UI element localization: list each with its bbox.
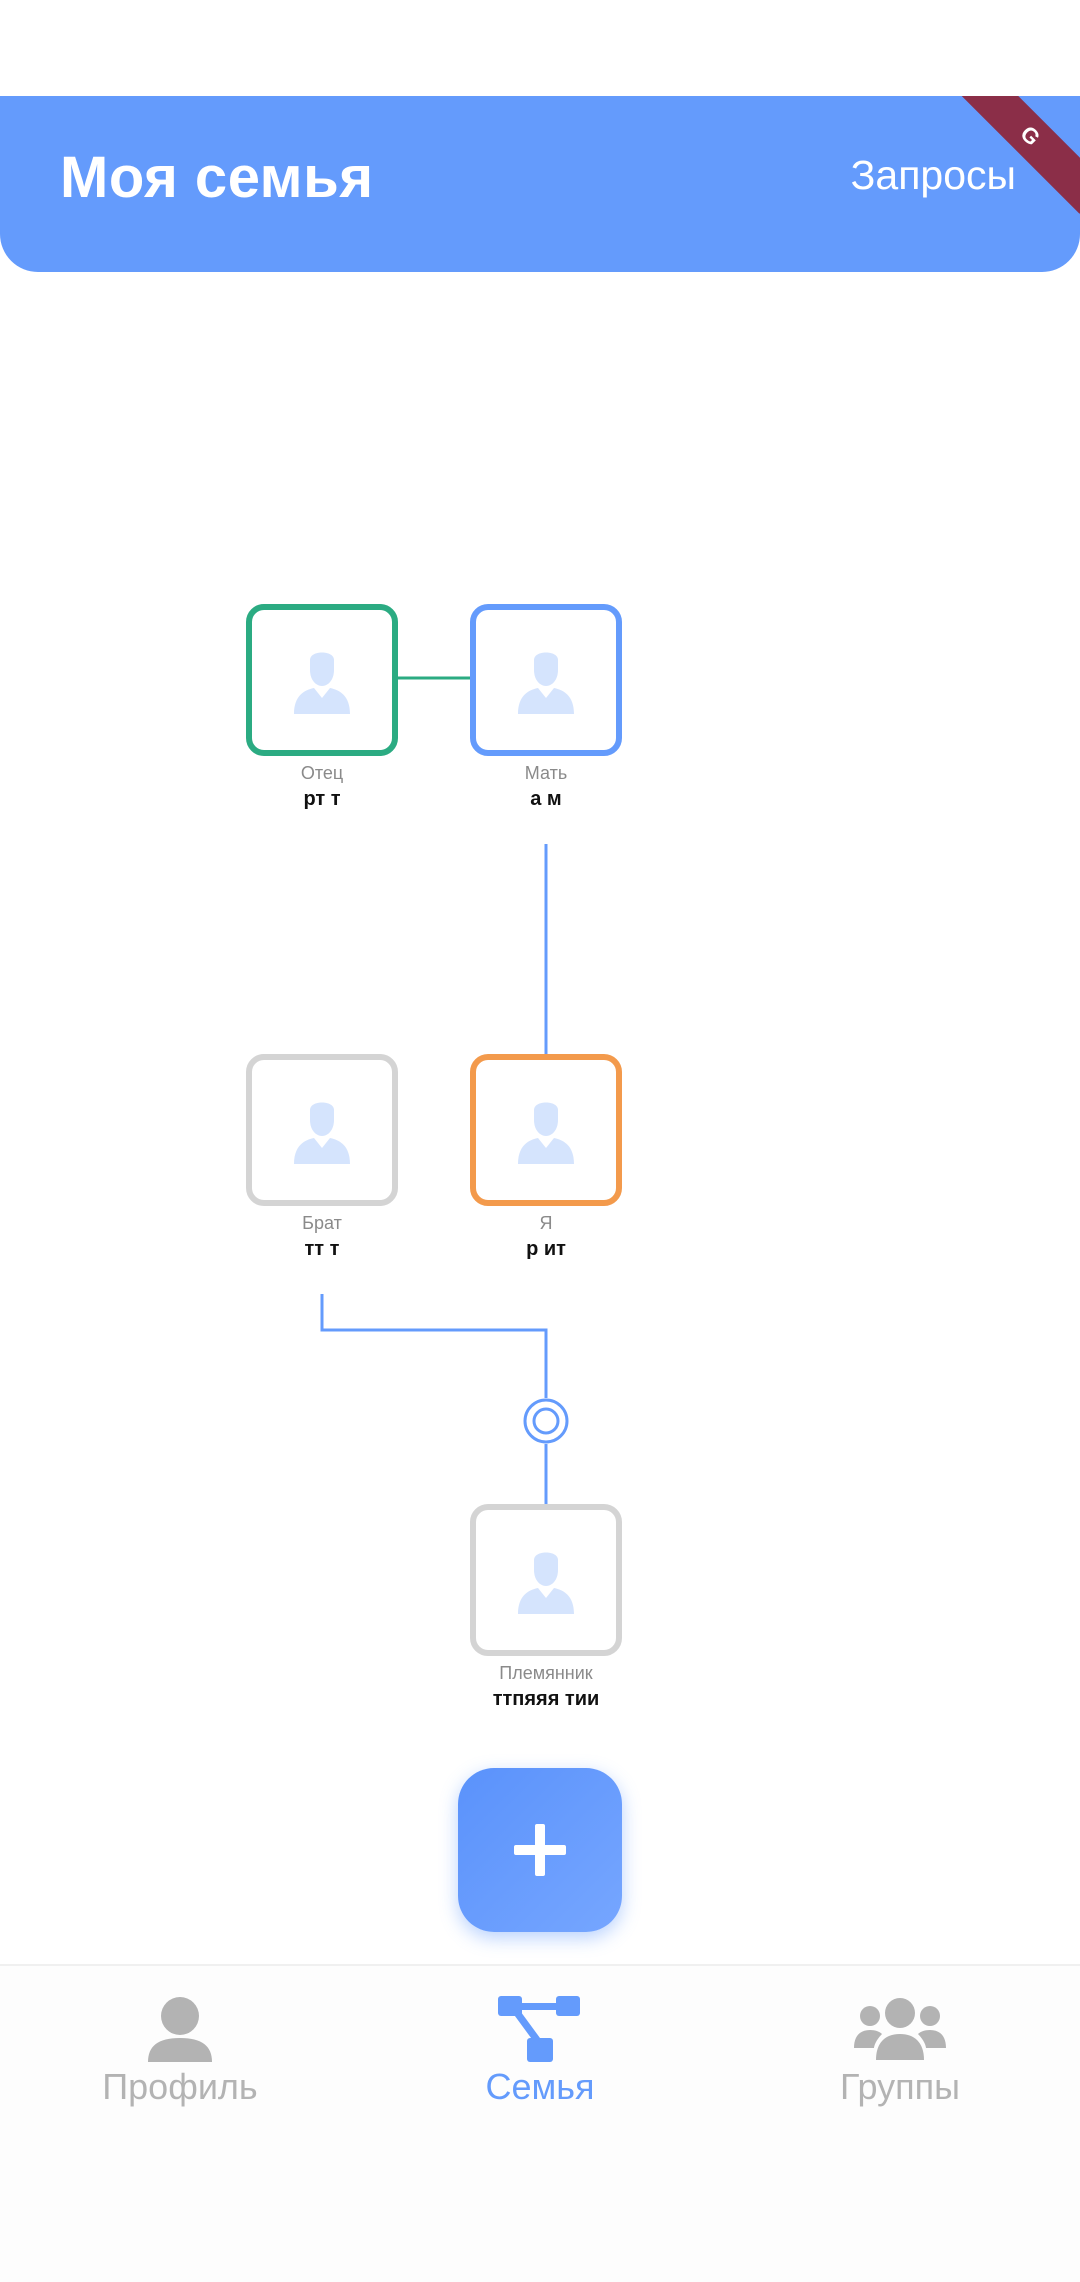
nav-item-profile[interactable]: Профиль [40, 1994, 320, 2108]
node-role: Я [539, 1213, 553, 1233]
node-role: Брат [302, 1213, 342, 1233]
node-name: р ит [526, 1238, 566, 1260]
tree-node-father[interactable]: Отец рт т [246, 604, 398, 811]
node-role: Отец [300, 763, 344, 783]
avatar-frame[interactable] [246, 1054, 398, 1206]
avatar-frame[interactable] [470, 604, 622, 756]
person-placeholder-icon [294, 652, 350, 714]
nav-label: Группы [840, 2066, 960, 2107]
bottom-navigation: Профиль Семья Группы [0, 1964, 1080, 2282]
person-placeholder-icon [294, 1102, 350, 1164]
tree-node-mother[interactable]: Мать а м [470, 604, 622, 811]
node-name: тт т [304, 1238, 340, 1260]
node-role: Племянник [499, 1663, 593, 1683]
nav-label: Семья [485, 2066, 595, 2107]
requests-button[interactable]: Запросы [850, 152, 1016, 198]
tree-node-brother[interactable]: Брат тт т [246, 1054, 398, 1261]
nav-item-family[interactable]: Семья [400, 1994, 680, 2108]
person-placeholder-icon [518, 1552, 574, 1614]
person-icon [148, 1997, 212, 2062]
avatar-frame[interactable] [246, 604, 398, 756]
avatar-frame[interactable] [470, 1504, 622, 1656]
tree-node-me[interactable]: Я р ит [470, 1054, 622, 1261]
family-tree-icon [498, 1996, 580, 2062]
avatar-frame[interactable] [470, 1054, 622, 1206]
add-relative-button[interactable] [458, 1768, 622, 1932]
plus-icon [514, 1824, 566, 1876]
node-name: ттпяяя тии [492, 1688, 600, 1710]
node-name: а м [530, 788, 562, 810]
union-marker-icon [523, 1398, 569, 1444]
node-name: рт т [303, 788, 341, 810]
page-title: Моя семья [60, 145, 374, 210]
app-bar: Моя семья Запросы G [0, 96, 1080, 272]
nav-item-groups[interactable]: Группы [760, 1994, 1040, 2108]
sibling-child-connector [320, 1294, 548, 1398]
group-icon [854, 1998, 946, 2060]
person-placeholder-icon [518, 1102, 574, 1164]
tree-node-nephew[interactable]: Племянник ттпяяя тии [470, 1504, 622, 1711]
node-role: Мать [524, 763, 568, 783]
nav-label: Профиль [102, 2066, 258, 2107]
person-placeholder-icon [518, 652, 574, 714]
